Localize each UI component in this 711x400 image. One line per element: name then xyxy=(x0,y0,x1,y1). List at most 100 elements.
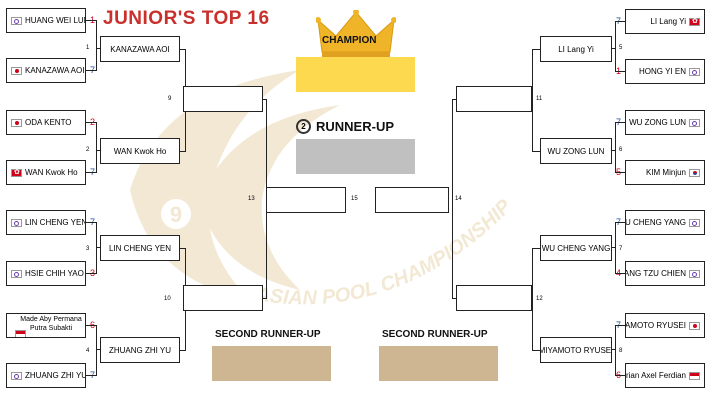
tw-icon xyxy=(11,269,22,278)
match-number-4: 4 xyxy=(86,348,90,354)
bracket-line xyxy=(615,222,625,223)
left-qf-player-4: ZHUANG ZHI YU xyxy=(100,337,180,363)
player-name: HSIE CHIH YAO xyxy=(25,269,84,278)
left-qf-player-3: LIN CHENG YEN xyxy=(100,235,180,261)
hk-icon xyxy=(689,17,700,26)
bracket-line xyxy=(532,248,533,351)
player-name: WU ZONG LUN xyxy=(629,118,686,127)
right-r16-player-3: WU ZONG LUN xyxy=(625,110,705,135)
kr-icon xyxy=(689,168,700,177)
right-r16-player-8: Brian Axel Ferdian xyxy=(625,363,705,388)
final-slot-left xyxy=(266,187,346,213)
player-name: KIM Minjun xyxy=(645,168,686,177)
bracket-line xyxy=(615,21,616,72)
match-number-14: 14 xyxy=(455,196,462,202)
second-runner-up-right-box xyxy=(379,346,498,381)
player-name: WU ZONG LUN xyxy=(547,146,605,156)
watermark-ball-number: 9 xyxy=(170,202,182,227)
player-name: ZHUANG ZHI YU xyxy=(108,345,172,355)
bracket-line xyxy=(615,172,625,173)
right-r16-player-6: CHANG TZU CHIEN xyxy=(625,261,705,286)
bracket-line xyxy=(86,375,96,376)
bracket-line xyxy=(532,49,533,152)
right-r16-player-5: WU CHENG YANG xyxy=(625,210,705,235)
right-r16-player-4: KIM Minjun xyxy=(625,160,705,185)
bracket-line xyxy=(86,122,96,123)
match-number-5: 5 xyxy=(619,45,623,51)
bracket-line xyxy=(615,122,625,123)
bracket-line xyxy=(615,325,616,376)
bracket-line xyxy=(96,20,97,71)
tw-icon xyxy=(689,118,700,127)
player-name-line2: Putra Subakti xyxy=(29,325,73,332)
left-r16-player-4: WAN Kwok Ho xyxy=(6,160,86,185)
bracket-line xyxy=(615,375,625,376)
match-number-2: 2 xyxy=(86,147,90,153)
bracket-line xyxy=(615,273,625,274)
jp-icon xyxy=(11,66,22,75)
player-name: LI Lang Yi xyxy=(558,44,594,54)
right-qf-player-4: MIYAMOTO RYUSEI xyxy=(540,337,612,363)
bracket-line xyxy=(180,49,185,50)
final-slot-right xyxy=(375,187,449,213)
player-name: HUANG WEI LUN xyxy=(25,16,86,25)
bracket-line xyxy=(263,298,266,299)
left-r16-player-8: ZHUANG ZHI YU xyxy=(6,363,86,388)
id-icon xyxy=(689,371,700,380)
match-number-7: 7 xyxy=(619,246,623,252)
bracket-line xyxy=(532,248,540,249)
match-number-15: 15 xyxy=(351,196,358,202)
bracket-line xyxy=(611,48,615,49)
bracket-line xyxy=(611,349,615,350)
player-name: CHANG TZU CHIEN xyxy=(625,269,686,278)
bracket-line xyxy=(96,122,97,173)
bracket-line xyxy=(180,151,185,152)
player-name: MIYAMOTO RYUSEI xyxy=(625,321,686,330)
left-r16-player-6: HSIE CHIH YAO xyxy=(6,261,86,286)
player-name: KANAZAWA AOI xyxy=(25,66,85,75)
bracket-line xyxy=(96,247,100,248)
player-name: MIYAMOTO RYUSEI xyxy=(540,345,612,355)
player-name: WU CHENG YANG xyxy=(625,218,686,227)
player-name: HONG YI EN xyxy=(639,67,686,76)
match-number-8: 8 xyxy=(619,348,623,354)
player-name: KANAZAWA AOI xyxy=(110,44,170,54)
runner-up-box xyxy=(296,139,415,174)
bracket-line xyxy=(263,99,266,100)
player-name: WAN Kwok Ho xyxy=(25,168,78,177)
medal-icon: 2 xyxy=(296,119,311,134)
right-qf-player-3: WU CHENG YANG xyxy=(540,235,612,261)
bracket-line xyxy=(452,99,456,100)
bracket-line xyxy=(86,325,96,326)
left-r16-player-3: ODA KENTO xyxy=(6,110,86,135)
player-name: LI Lang Yi xyxy=(650,17,686,26)
right-qf-player-2: WU ZONG LUN xyxy=(540,138,612,164)
page-title: JUNIOR'S TOP 16 xyxy=(103,8,270,29)
left-r16-player-1: HUANG WEI LUN xyxy=(6,8,86,33)
bracket-line xyxy=(86,273,96,274)
bracket-line xyxy=(611,150,615,151)
right-sf-slot-1 xyxy=(456,86,532,112)
match-number-1: 1 xyxy=(86,45,90,51)
player-name-line1: Made Aby Permana xyxy=(20,316,82,323)
match-number-6: 6 xyxy=(619,147,623,153)
tw-icon xyxy=(689,269,700,278)
bracket-line xyxy=(96,150,100,151)
player-name: ODA KENTO xyxy=(25,118,72,127)
crown-icon xyxy=(316,10,396,58)
hk-icon xyxy=(11,168,22,177)
bracket-line xyxy=(611,247,615,248)
bracket-line xyxy=(96,325,97,376)
bracket-line xyxy=(86,222,96,223)
left-r16-player-2: KANAZAWA AOI xyxy=(6,58,86,83)
bracket-line xyxy=(615,325,625,326)
second-runner-up-left-label: SECOND RUNNER-UP xyxy=(215,329,321,340)
match-number-9: 9 xyxy=(168,96,172,102)
tw-icon xyxy=(11,218,22,227)
tw-icon xyxy=(11,371,22,380)
bracket-line xyxy=(96,349,100,350)
bracket-line xyxy=(615,21,625,22)
bracket-line xyxy=(86,70,96,71)
